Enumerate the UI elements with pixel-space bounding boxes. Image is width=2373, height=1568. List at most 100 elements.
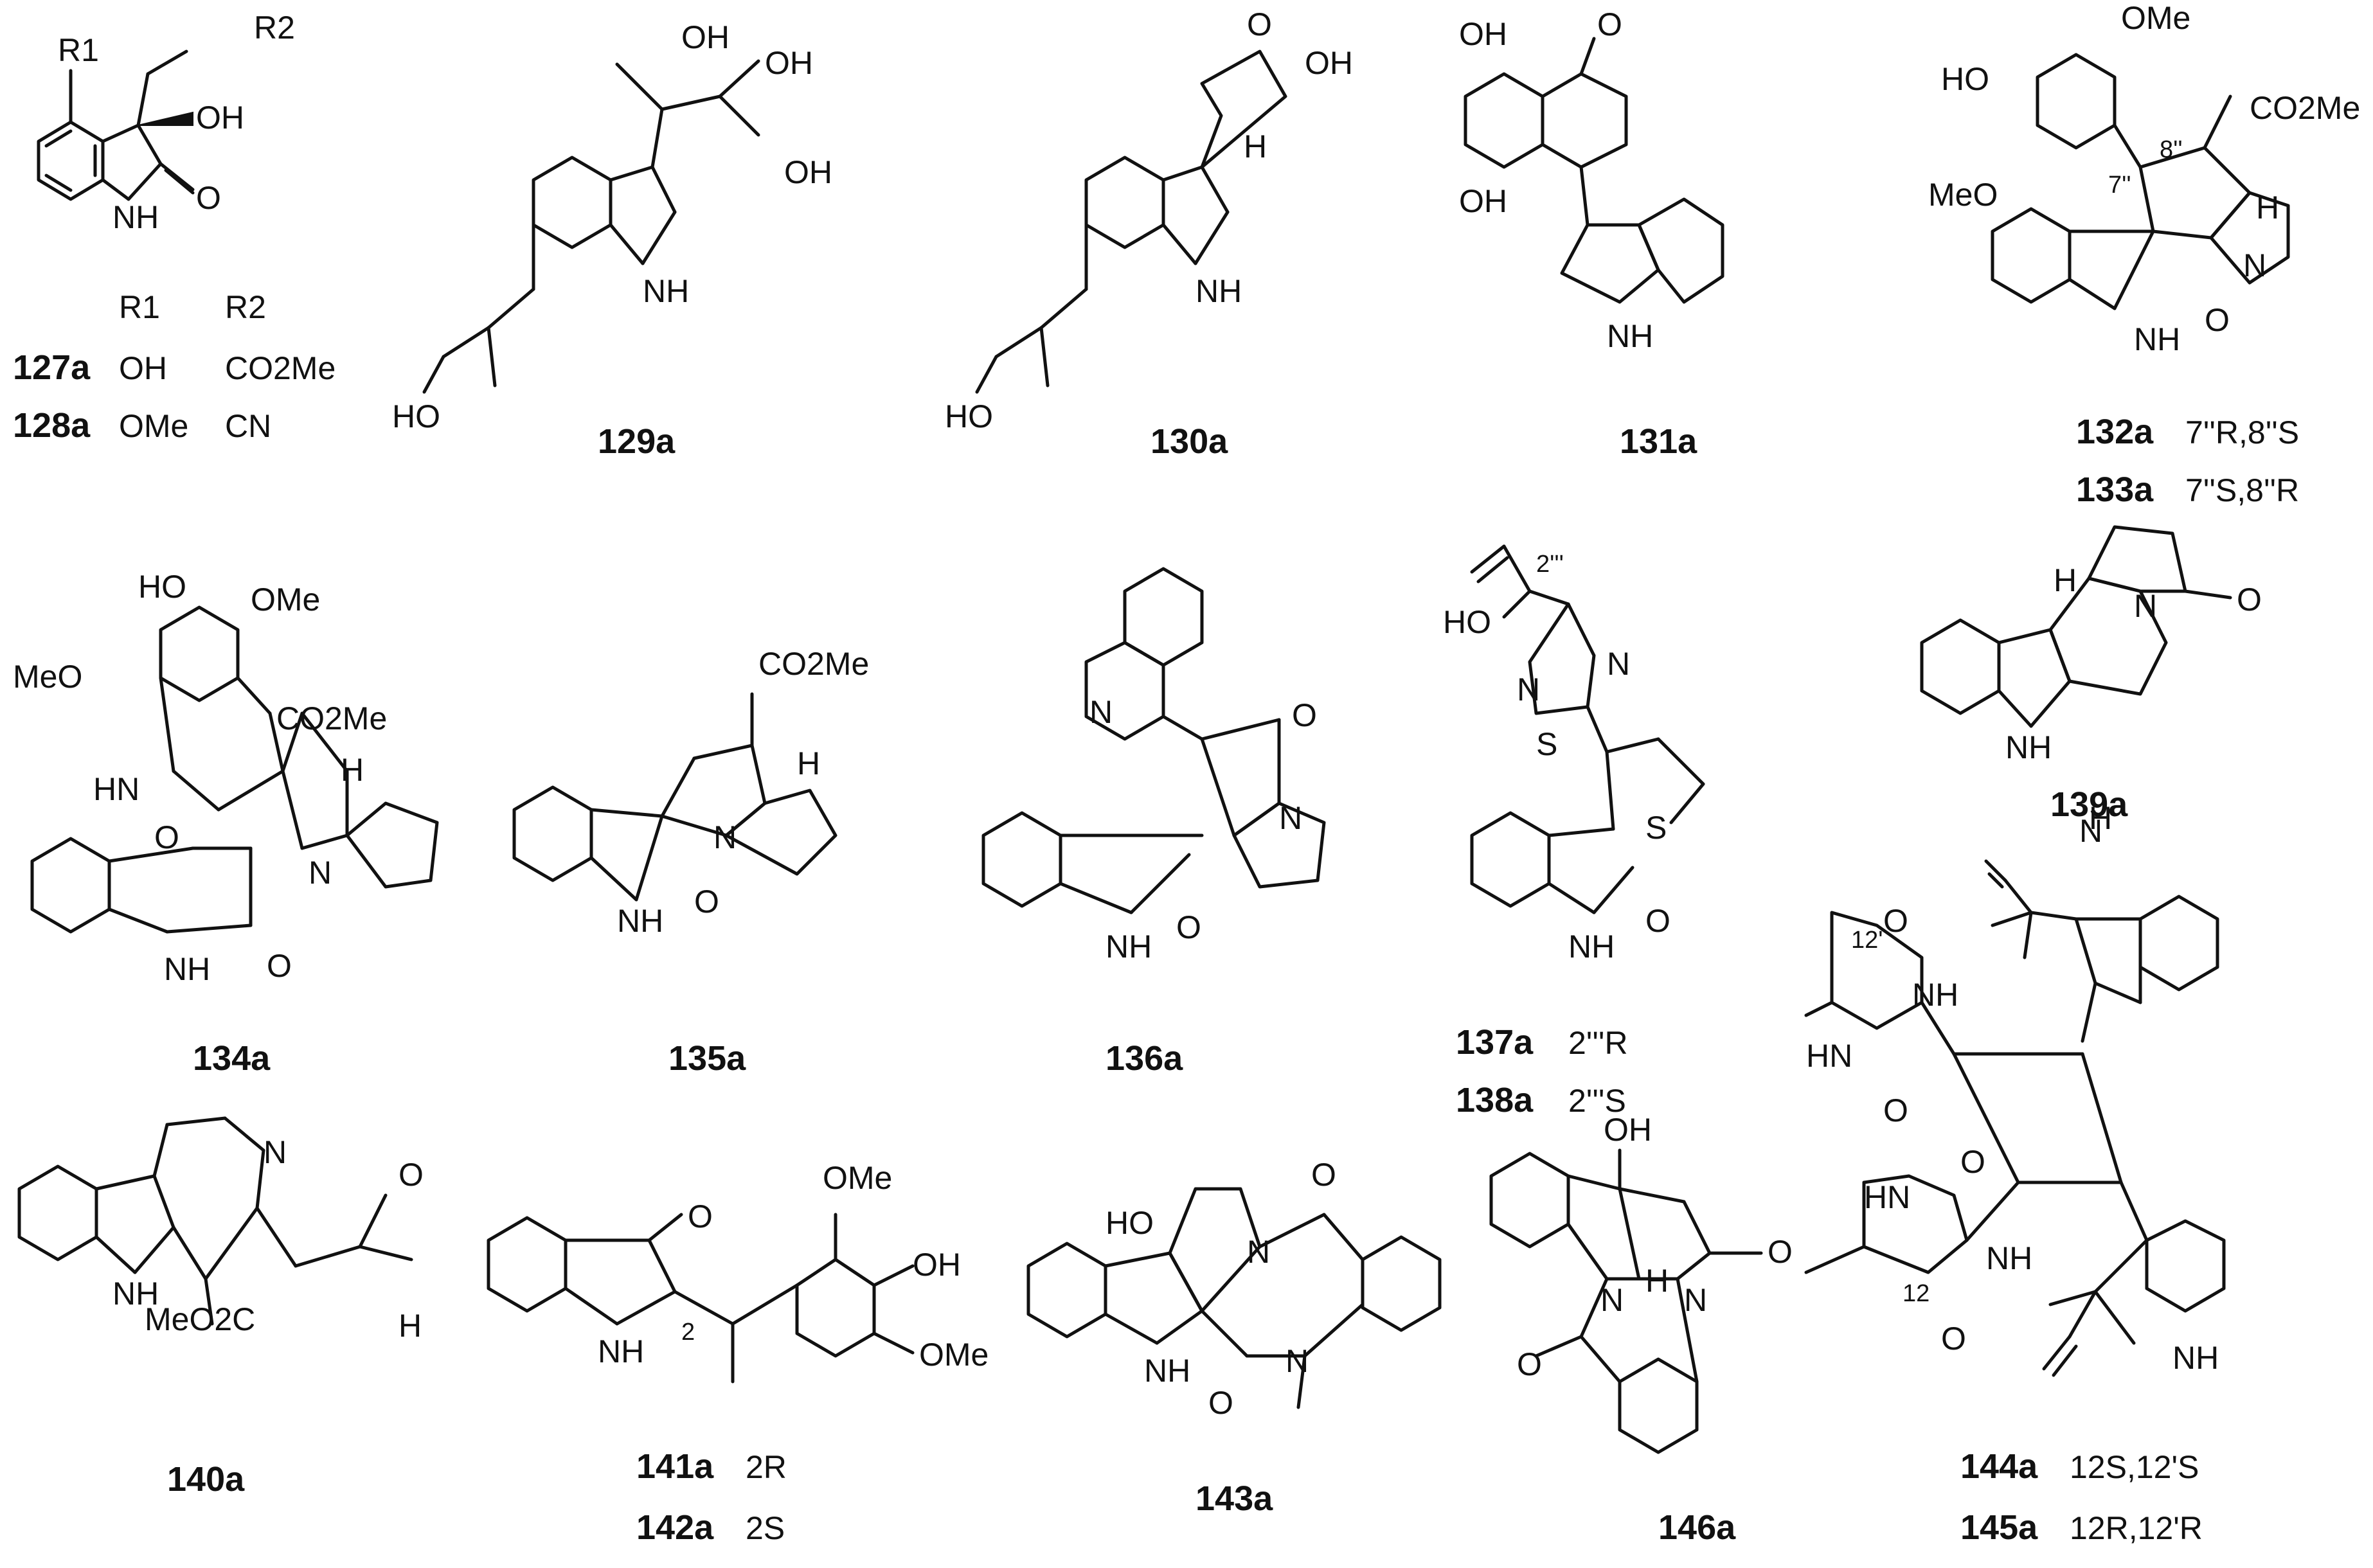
n-atom: N	[309, 855, 332, 891]
o-atom: O	[1768, 1234, 1793, 1270]
label-143a: 143a	[1195, 1479, 1273, 1518]
structure-143a: HO N O NH O N 143a	[1026, 1157, 1442, 1518]
s-atom: S	[1536, 726, 1557, 762]
n-atom: N	[1684, 1282, 1707, 1318]
label-129a: 129a	[598, 422, 676, 461]
o-atom: O	[267, 948, 292, 984]
o-atom: O	[2237, 582, 2262, 618]
structure-135a: CO2Me H N NH O 135a	[512, 646, 869, 1078]
config-142a: 2S	[746, 1510, 785, 1546]
r2-value-127a: CO2Me	[225, 350, 336, 386]
meo2c-atom: MeO2C	[145, 1301, 255, 1337]
r1-atom: R1	[58, 32, 99, 68]
n-atom: N	[1600, 1282, 1624, 1318]
label-146a: 146a	[1658, 1508, 1736, 1547]
ome-atom: OMe	[251, 582, 320, 618]
structure-131a: OH O OH NH 131a	[1459, 6, 1724, 461]
r2-value-128a: CN	[225, 408, 271, 444]
oh-atom: OH	[1305, 45, 1353, 81]
label-137a: 137a	[1456, 1023, 1534, 1062]
config-137a: 2'''R	[1568, 1025, 1628, 1061]
nh-atom: NH	[2134, 321, 2180, 357]
structure-140a: N O H MeO2C NH 140a	[17, 1116, 424, 1499]
structure-136a: N O N NH O 136a	[981, 567, 1326, 1078]
structure-137a-138a: HO 2''' N N S S NH O 137a 2'''R 138a 2''…	[1443, 544, 1705, 1119]
co2me-atom: CO2Me	[2250, 90, 2360, 126]
n-atom: N	[1285, 1343, 1309, 1379]
nh-atom: NH	[1144, 1353, 1190, 1389]
o-atom: O	[688, 1198, 713, 1234]
oh-atom: OH	[784, 154, 832, 190]
label-139a: 139a	[2050, 785, 2128, 824]
config-133a: 7''S,8''R	[2185, 472, 2299, 508]
n-atom: N	[1247, 1234, 1270, 1270]
structure-130a: O OH H NH HO 130a	[945, 6, 1353, 461]
nh-atom: NH	[112, 199, 159, 235]
structure-127a-128a: R1 R2 OH NH O R1 R2 127a OH CO2Me 128a O…	[13, 10, 336, 445]
config-132a: 7''R,8''S	[2185, 414, 2299, 450]
label-138a: 138a	[1456, 1081, 1534, 1119]
ho-atom: HO	[1443, 604, 1491, 640]
label-144a: 144a	[1960, 1447, 2038, 1486]
label-134a: 134a	[193, 1039, 271, 1078]
locant-8: 8''	[2160, 136, 2183, 163]
nh-atom: NH	[164, 951, 210, 987]
nh-atom: NH	[112, 1276, 159, 1312]
structure-146a: OH O N H N O 146a	[1489, 1112, 1793, 1547]
co2me-atom: CO2Me	[276, 700, 387, 736]
h-atom: H	[1244, 129, 1267, 165]
nh-atom: NH	[2005, 729, 2052, 765]
o-atom: O	[1176, 909, 1201, 945]
label-128a: 128a	[13, 406, 91, 445]
ome-atom: OMe	[2121, 0, 2190, 36]
config-138a: 2'''S	[1568, 1083, 1626, 1119]
n-atom: N	[1279, 800, 1302, 836]
o-atom: O	[1960, 1144, 1985, 1180]
n-atom: N	[713, 819, 737, 855]
o-atom: O	[1883, 1092, 1908, 1128]
nh-atom: NH	[617, 903, 663, 939]
nh-atom: NH	[1986, 1240, 2032, 1276]
oh-atom: OH	[681, 19, 730, 55]
nh-atom: NH	[598, 1333, 644, 1369]
structure-141a-142a: OMe OH OMe O NH 2 141a 2R 142a 2S	[487, 1160, 989, 1547]
o-atom: O	[1292, 697, 1317, 733]
locant-2t: 2'''	[1536, 551, 1564, 578]
r2-header: R2	[225, 289, 266, 325]
nh-atom: NH	[1607, 318, 1653, 354]
n-atom: N	[1089, 694, 1113, 730]
structure-139a: H N O NH 139a	[1920, 525, 2262, 824]
locant-7: 7''	[2108, 172, 2131, 199]
nh-atom: NH	[1912, 977, 1958, 1013]
o-atom: O	[694, 884, 719, 920]
o-atom: O	[154, 819, 179, 855]
structure-144a-145a: H N NH HN O O O HN NH O NH 12' 12 144a 1…	[1804, 800, 2226, 1547]
h-atom: H	[1645, 1263, 1669, 1299]
n-atom: N	[2079, 813, 2102, 849]
ho-atom: HO	[138, 569, 186, 605]
n-atom: N	[1517, 672, 1540, 708]
ome-atom: OMe	[919, 1337, 989, 1373]
ome-atom: OMe	[823, 1160, 892, 1196]
label-133a: 133a	[2076, 470, 2154, 509]
nh-atom: NH	[643, 273, 689, 309]
oh-atom: OH	[196, 100, 244, 136]
h-atom: H	[2089, 800, 2112, 836]
label-127a: 127a	[13, 348, 91, 387]
locant-2: 2	[681, 1319, 695, 1346]
r2-atom: R2	[254, 10, 295, 46]
label-136a: 136a	[1106, 1039, 1183, 1078]
o-atom: O	[1941, 1321, 1966, 1357]
n-atom: N	[264, 1134, 287, 1170]
o-atom: O	[196, 180, 221, 216]
structure-132a-133a: OMe HO MeO CO2Me H N NH O 8'' 7'' 132a 7…	[1928, 0, 2360, 509]
h-atom: H	[797, 745, 820, 781]
nh-atom: NH	[1568, 929, 1615, 965]
oh-atom: OH	[1604, 1112, 1652, 1148]
label-142a: 142a	[636, 1508, 714, 1547]
o-atom: O	[1883, 903, 1908, 939]
r1-value-128a: OMe	[119, 408, 188, 444]
structure-134a: HO OMe MeO CO2Me HN O H N O NH 134a	[13, 569, 439, 1078]
label-130a: 130a	[1151, 422, 1228, 461]
